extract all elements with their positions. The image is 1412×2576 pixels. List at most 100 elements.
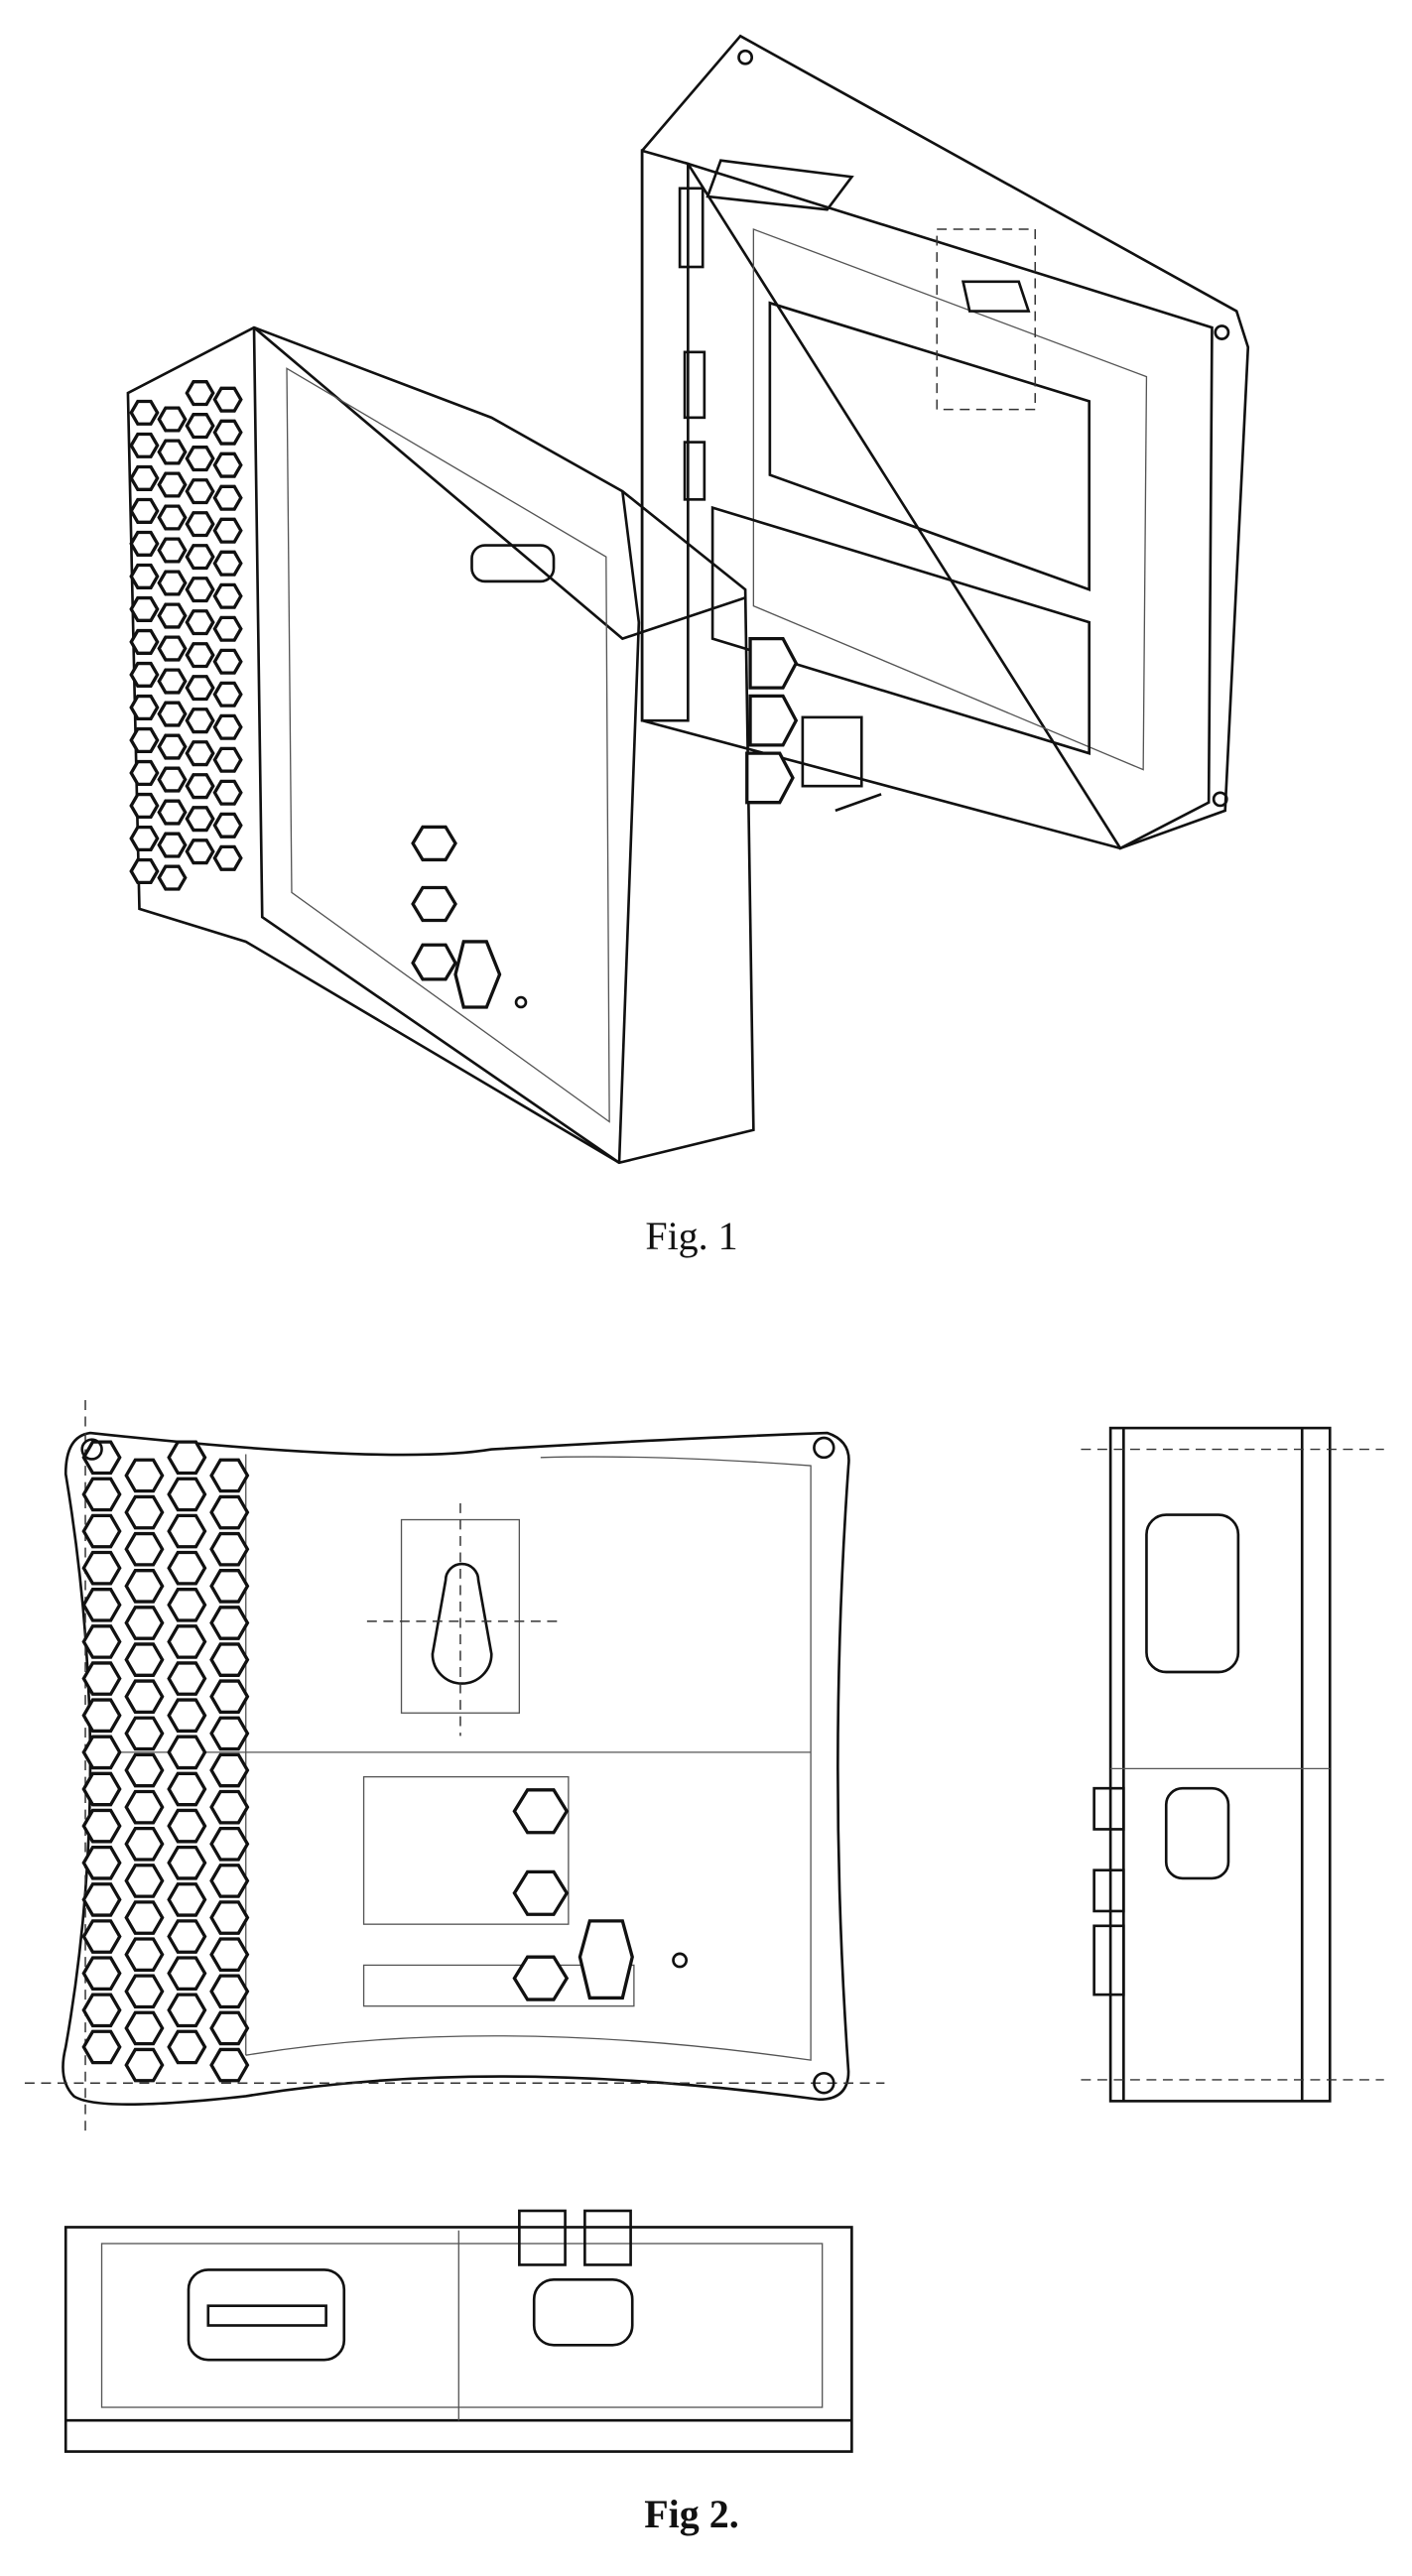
fig2-caption: Fig 2. xyxy=(644,2492,739,2536)
hexagon-cell xyxy=(209,1494,250,1530)
hexagon-cell xyxy=(185,380,215,407)
hexagon-cell xyxy=(129,497,160,524)
fig2-side-view xyxy=(1081,1426,1384,2103)
hexagon-cell xyxy=(209,2047,250,2083)
hexagon-cell xyxy=(129,726,160,753)
hexagon-cell xyxy=(212,844,243,871)
hexagon-cell xyxy=(129,563,160,589)
hexagon-cell xyxy=(212,451,243,478)
hexagon-cell xyxy=(209,1864,250,1898)
hexagon-cell xyxy=(167,1698,207,1734)
hexagon-cell xyxy=(129,399,160,426)
hexagon-cell xyxy=(129,694,160,720)
hexagon-cell xyxy=(185,806,215,833)
hexagon-cell xyxy=(124,1679,165,1715)
hexagon-cell xyxy=(157,864,188,891)
hexagon-cell xyxy=(212,648,243,675)
hexagon-cell xyxy=(129,661,160,688)
hexagon-cell xyxy=(81,1771,122,1807)
hexagon-cell xyxy=(185,838,215,865)
hexagon-cell xyxy=(129,792,160,820)
hexagon-cell xyxy=(209,1937,250,1973)
hexagon-cell xyxy=(81,1440,122,1476)
hexagon-cell xyxy=(124,1900,165,1935)
hexagon-cell xyxy=(81,1624,122,1659)
hexagon-cell xyxy=(185,511,215,538)
hexagon-cell xyxy=(167,1845,207,1880)
hexagon-cell xyxy=(129,825,160,852)
hexagon-cell xyxy=(81,2029,122,2065)
hexagon-cell xyxy=(129,857,160,885)
hexagon-cell xyxy=(209,1569,250,1604)
hexagon-cell xyxy=(124,1569,165,1604)
hexagon-cell xyxy=(124,1716,165,1751)
hexagon-cell xyxy=(212,812,243,838)
hexagon-cell xyxy=(81,1588,122,1622)
hexagon-cell xyxy=(212,517,243,544)
hexagon-cell xyxy=(167,1808,207,1844)
hexagon-cell xyxy=(167,1882,207,1917)
fig2-front-view xyxy=(24,1400,885,2137)
hexagon-cell xyxy=(167,1993,207,2028)
hexagon-cell xyxy=(129,595,160,622)
hexagon-cell xyxy=(81,1956,122,1991)
hexagon-cell xyxy=(81,1513,122,1549)
hexagon-cell xyxy=(185,740,215,767)
hexagon-cell xyxy=(81,1882,122,1917)
hexagon-cell xyxy=(167,1771,207,1807)
hexagon-cell xyxy=(185,642,215,669)
hexagon-cell xyxy=(185,478,215,505)
hexagon-cell xyxy=(157,602,188,629)
hexagon-cell xyxy=(81,1845,122,1880)
fig1-honeycomb xyxy=(129,380,243,891)
hexagon-cell xyxy=(212,779,243,806)
hexagon-cell xyxy=(212,713,243,740)
hexagon-cell xyxy=(157,471,188,498)
hexagon-cell xyxy=(209,1900,250,1935)
hexagon-cell xyxy=(185,577,215,603)
hexagon-cell xyxy=(212,681,243,708)
hexagon-cell xyxy=(167,2029,207,2065)
hexagon-cell xyxy=(157,406,188,433)
hexagon-cell xyxy=(209,1716,250,1751)
hexagon-cell xyxy=(209,2010,250,2046)
fig1-caption: Fig. 1 xyxy=(645,1214,738,1258)
hexagon-cell xyxy=(157,635,188,662)
hexagon-cell xyxy=(81,1735,122,1770)
hexagon-cell xyxy=(157,504,188,531)
hexagon-cell xyxy=(124,1789,165,1825)
hexagon-cell xyxy=(157,733,188,760)
hexagon-cell xyxy=(167,1956,207,1991)
hexagon-cell xyxy=(129,628,160,655)
hexagon-cell xyxy=(212,484,243,511)
hexagon-cell xyxy=(124,1864,165,1898)
hexagon-cell xyxy=(129,432,160,458)
hexagon-cell xyxy=(81,1919,122,1954)
hexagon-cell xyxy=(209,1642,250,1677)
hexagon-cell xyxy=(185,544,215,571)
hexagon-cell xyxy=(167,1624,207,1659)
hexagon-cell xyxy=(157,668,188,695)
hexagon-cell xyxy=(124,1937,165,1973)
hexagon-cell xyxy=(212,419,243,446)
hexagon-cell xyxy=(129,759,160,787)
hexagon-cell xyxy=(209,1679,250,1715)
hexagon-cell xyxy=(212,386,243,413)
hexagon-cell xyxy=(185,773,215,800)
hexagon-cell xyxy=(167,1477,207,1512)
hexagon-cell xyxy=(124,1606,165,1640)
fig1-front-housing xyxy=(126,325,882,1165)
hexagon-cell xyxy=(81,1808,122,1844)
hexagon-cell xyxy=(167,1735,207,1770)
hexagon-cell xyxy=(209,1531,250,1567)
hexagon-cell xyxy=(129,530,160,557)
hexagon-cell xyxy=(81,1661,122,1696)
hexagon-cell xyxy=(81,1993,122,2028)
fig1-back-frame xyxy=(640,34,1250,850)
hexagon-cell xyxy=(185,708,215,734)
hexagon-cell xyxy=(157,766,188,793)
hexagon-cell xyxy=(167,1513,207,1549)
hexagon-cell xyxy=(124,1494,165,1530)
hexagon-cell xyxy=(212,746,243,773)
